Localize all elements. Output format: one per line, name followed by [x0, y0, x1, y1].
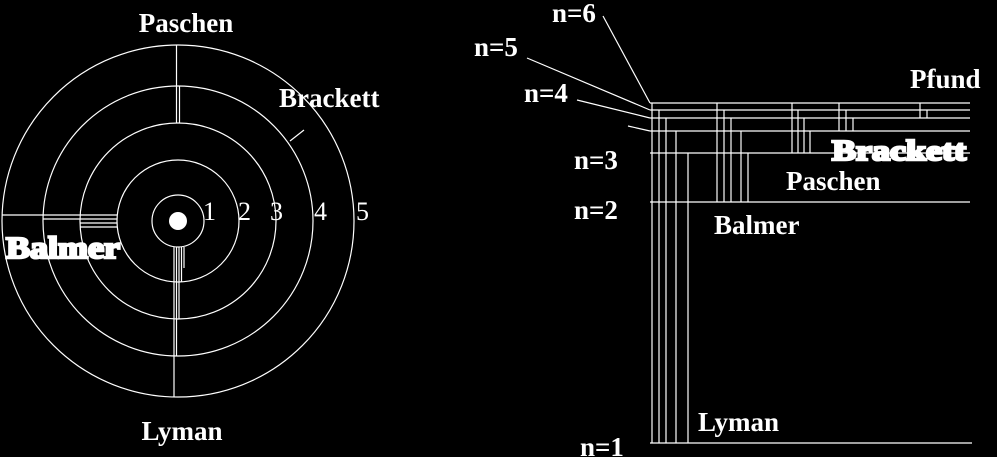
bohr-orbit-model: 1 2 3 4 5 Paschen Brackett Lyman Balmer	[1, 8, 379, 446]
label-n6: n=6	[552, 0, 596, 28]
label-lyman-left: Lyman	[141, 416, 222, 446]
orbit-number-2: 2	[238, 197, 251, 226]
label-pfund: Pfund	[910, 64, 981, 94]
orbit-number-3: 3	[270, 197, 283, 226]
label-n3: n=3	[574, 145, 618, 175]
label-paschen-right: Paschen	[786, 166, 881, 196]
label-n5: n=5	[474, 32, 518, 62]
energy-level-diagram: n=6 n=5 n=4 n=3 n=2 n=1 Pfund Brackett P…	[474, 0, 981, 457]
brackett-transition	[289, 129, 305, 142]
balmer-series-lines	[716, 103, 749, 202]
pfund-series-lines	[919, 103, 928, 118]
nucleus	[169, 212, 187, 230]
lyman-series-lines	[651, 103, 689, 443]
orbit-ring-5	[1, 44, 355, 398]
orbit-ring-3	[79, 122, 277, 320]
label-n2: n=2	[574, 195, 618, 225]
orbit-number-4: 4	[314, 197, 327, 226]
label-balmer-right: Balmer	[714, 210, 799, 240]
paschen-series-lines	[791, 103, 811, 153]
orbit-ring-2	[116, 159, 240, 283]
label-brackett-right: Brackett	[832, 135, 966, 167]
balmer-transitions	[2, 214, 117, 228]
label-n4: n=4	[524, 78, 568, 108]
label-brackett-left: Brackett	[279, 83, 379, 113]
orbit-ring-1	[151, 194, 205, 248]
orbit-number-1: 1	[203, 197, 216, 226]
label-paschen-left: Paschen	[139, 8, 234, 38]
brackett-series-lines	[838, 103, 854, 131]
paschen-transitions	[175, 45, 181, 123]
orbit-ring-4	[42, 85, 314, 357]
label-n1: n=1	[580, 432, 624, 457]
label-lyman-right: Lyman	[698, 407, 779, 437]
orbit-number-5: 5	[356, 197, 369, 226]
label-balmer-left: Balmer	[6, 230, 120, 265]
level-leader-lines	[526, 15, 651, 132]
lyman-transitions	[173, 247, 185, 397]
